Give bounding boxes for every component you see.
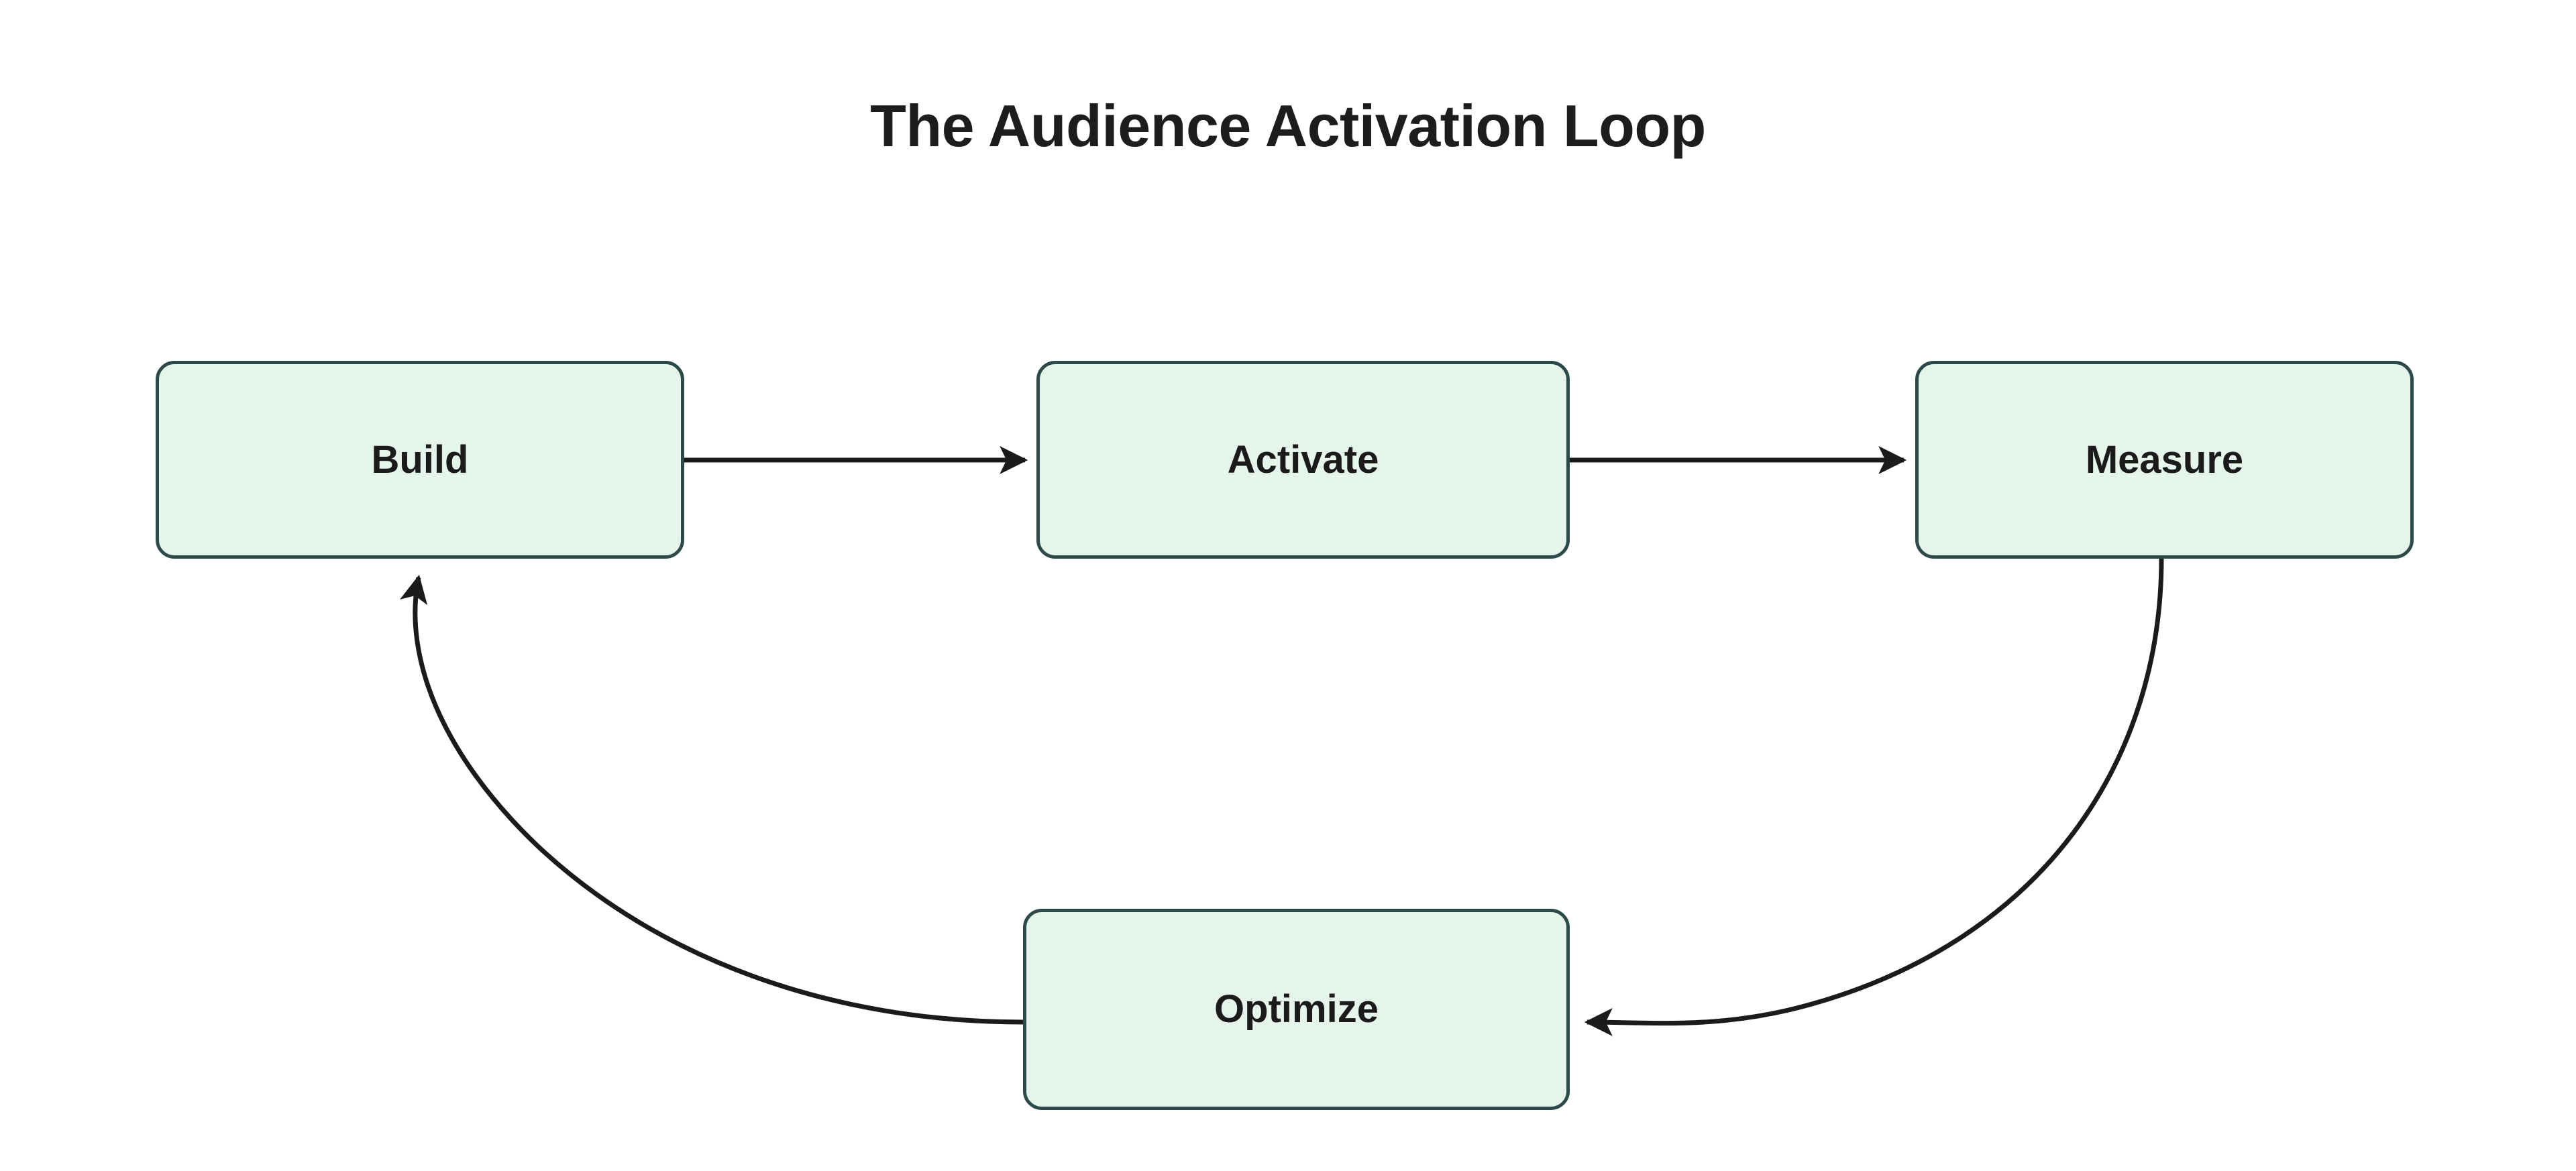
page-title: The Audience Activation Loop xyxy=(870,93,1706,159)
node-build-label: Build xyxy=(371,437,469,482)
node-build[interactable]: Build xyxy=(156,361,684,559)
node-optimize-label: Optimize xyxy=(1214,987,1379,1031)
edge-measure-to-optimize xyxy=(1584,558,2164,1037)
edge-optimize-to-build xyxy=(399,574,1024,1025)
node-activate[interactable]: Activate xyxy=(1036,361,1570,559)
node-optimize[interactable]: Optimize xyxy=(1023,909,1570,1110)
node-measure-label: Measure xyxy=(2085,437,2244,482)
node-measure[interactable]: Measure xyxy=(1915,361,2414,559)
node-activate-label: Activate xyxy=(1227,437,1379,482)
